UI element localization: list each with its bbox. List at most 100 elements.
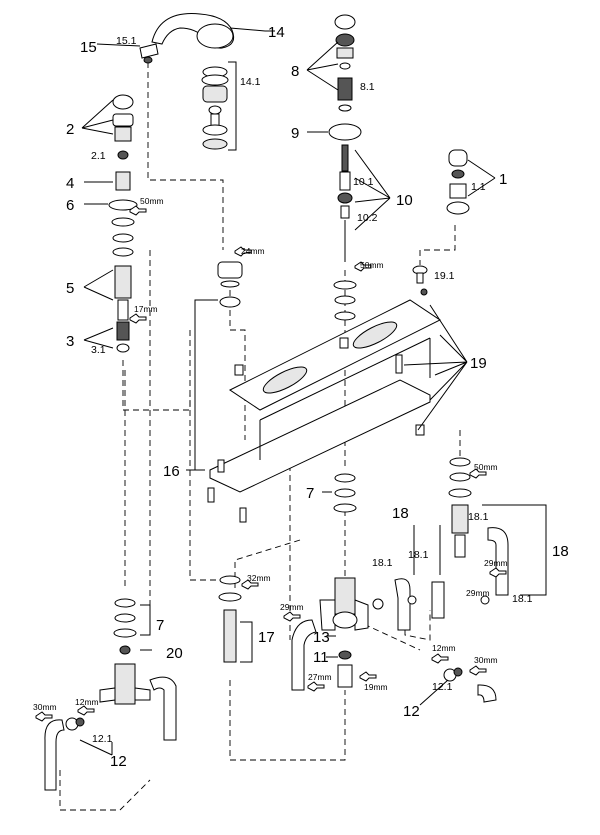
diverter-rosette — [328, 123, 362, 141]
plate-screw-1 — [234, 364, 244, 376]
hose-18c — [487, 527, 509, 596]
frame-stud — [217, 459, 225, 473]
flange-nut — [111, 217, 135, 227]
callout-7-center: 7 — [306, 485, 314, 502]
diverter-ring — [338, 104, 352, 112]
valve-cartridge — [116, 321, 130, 341]
callout-18-1-c: 18.1 — [468, 511, 489, 523]
wrench-size-24mm: 24mm — [241, 246, 265, 256]
callout-13: 13 — [313, 629, 330, 646]
callout-12-1-right: 12.1 — [432, 681, 453, 693]
wrench-icon — [35, 711, 53, 722]
wrench-icon — [307, 681, 325, 692]
diverter-spindle — [341, 144, 349, 172]
wrench-size-30mm: 30mm — [33, 702, 57, 712]
callout-17: 17 — [258, 629, 275, 646]
frame-foot-2 — [239, 507, 247, 523]
deck-mounting-plates — [207, 299, 441, 523]
aerator-pin — [210, 113, 220, 127]
wrench-icon — [283, 611, 301, 622]
supply-hoses — [44, 527, 509, 791]
plate-screw-4 — [415, 424, 425, 436]
right-threaded-body — [451, 504, 469, 534]
callout-12-right: 12 — [403, 703, 420, 720]
right-body-sleeve — [454, 534, 466, 558]
aerator-insert — [208, 105, 222, 115]
wrench-icon — [354, 261, 372, 272]
diverter-cap — [334, 14, 356, 30]
diverter-knob — [335, 33, 355, 47]
callout-18-1-a: 18.1 — [372, 557, 393, 569]
wrench-icon — [129, 205, 147, 216]
callout-4: 4 — [66, 175, 74, 192]
diverter-adapter — [336, 47, 354, 59]
center-top-column — [328, 14, 362, 262]
handle-screw — [117, 150, 129, 160]
callout-10: 10 — [396, 192, 413, 209]
bottom-frame — [209, 379, 431, 493]
callout-2-1: 2.1 — [91, 150, 106, 162]
callout-19-1: 19.1 — [434, 270, 455, 282]
callout-10-1: 10.1 — [353, 176, 374, 188]
wrench-size-29mm: 29mm — [280, 602, 304, 612]
wrench-size-17mm: 17mm — [134, 304, 158, 314]
diverter-body — [319, 577, 384, 688]
wrench-size-19mm: 19mm — [364, 682, 388, 692]
callout-1: 1 — [499, 171, 507, 188]
diverter-valve — [339, 171, 351, 191]
handle-knob — [112, 113, 134, 127]
callout-2: 2 — [66, 121, 74, 138]
handle-adapter — [114, 126, 132, 142]
callout-1-1: 1.1 — [471, 181, 486, 193]
right-handle — [446, 149, 470, 215]
wrench-icon — [77, 705, 95, 716]
top-plate-slot-right — [352, 321, 398, 349]
stem-17-body — [223, 609, 237, 663]
right-handle-knob — [448, 149, 468, 167]
part-callouts: 14 14.1 15 15.1 2 2.1 4 6 5 3 3.1 8 8.1 … — [66, 24, 569, 770]
hose-12-left — [44, 719, 65, 791]
leader-lines — [79, 27, 547, 756]
callout-3-1: 3.1 — [91, 344, 106, 356]
spout-assembly — [139, 13, 235, 150]
top-plate-slot-left — [262, 366, 308, 394]
diverter-housing — [334, 577, 356, 615]
fittings-12 — [65, 595, 490, 731]
right-column-rings — [448, 457, 472, 558]
callout-8: 8 — [291, 63, 299, 80]
callout-18-1-d: 18.1 — [512, 593, 533, 605]
aerator-ring-2 — [201, 74, 229, 86]
stem-extension — [115, 171, 131, 191]
callout-18-right: 18 — [552, 543, 569, 560]
callout-5: 5 — [66, 280, 74, 297]
diverter-stem — [340, 205, 350, 219]
callout-3: 3 — [66, 333, 74, 350]
wrench-icon — [129, 313, 147, 324]
wrench-size-27mm: 27mm — [308, 672, 332, 682]
right-handle-screw — [451, 169, 465, 179]
screw-19-1 — [412, 265, 428, 296]
wrench-size-labels: 50mm 24mm 50mm 17mm 50mm 32mm 29mm 29mm … — [33, 196, 508, 712]
wrench-icons — [35, 205, 507, 722]
spout-outlet — [139, 43, 159, 59]
callout-14: 14 — [268, 24, 285, 41]
callout-12-left: 12 — [110, 753, 127, 770]
wrench-size-50mm: 50mm — [474, 462, 498, 472]
frame-foot-1 — [207, 487, 215, 503]
plate-screw-3 — [395, 354, 403, 374]
diverter-washer — [339, 62, 351, 70]
wrench-size-30mm: 30mm — [474, 655, 498, 665]
diverter-seal — [337, 192, 353, 204]
callout-7-left: 7 — [156, 617, 164, 634]
wrench-icon — [241, 579, 259, 590]
wrench-size-29mm: 29mm — [466, 588, 490, 598]
wrench-icon — [234, 246, 252, 257]
callout-14-1: 14.1 — [240, 76, 261, 88]
aerator-screen-1 — [202, 124, 228, 136]
left-valve-body — [99, 598, 151, 705]
callout-18-center: 18 — [392, 505, 409, 522]
callout-11: 11 — [313, 649, 329, 666]
wrench-icon — [359, 671, 377, 682]
diverter-cartridge — [337, 77, 353, 101]
